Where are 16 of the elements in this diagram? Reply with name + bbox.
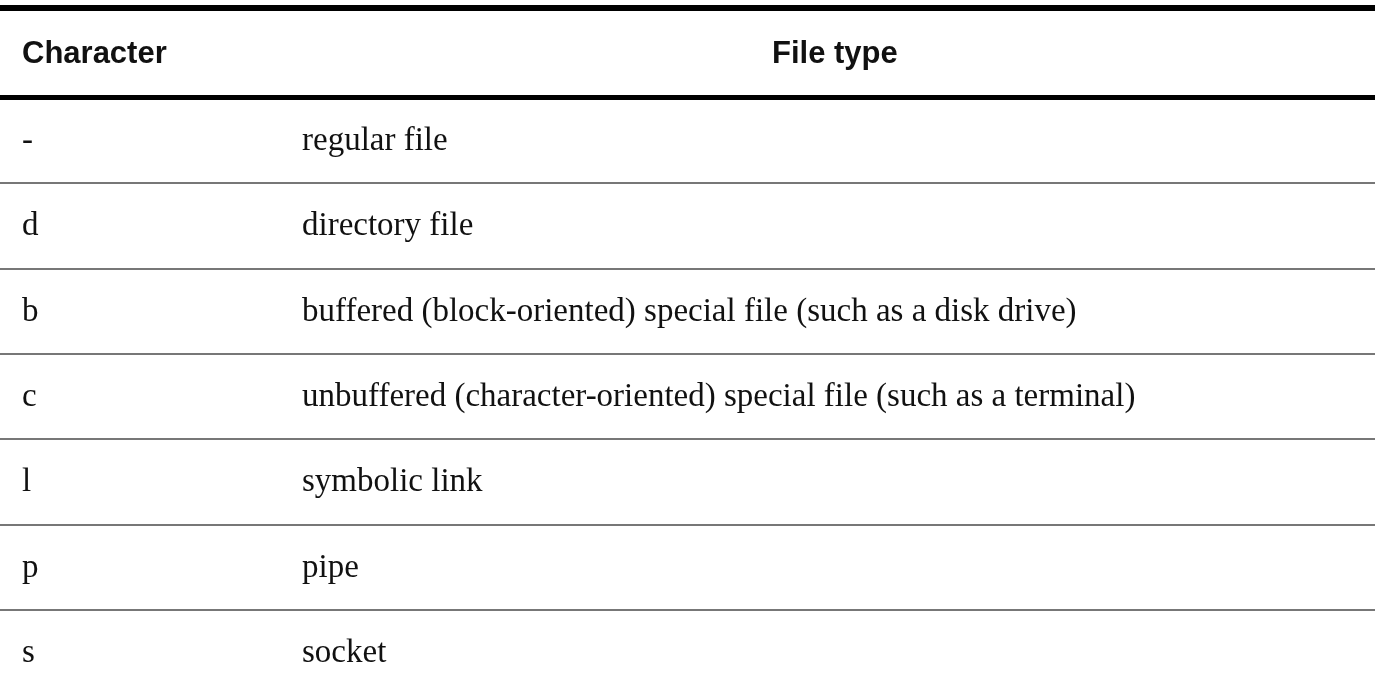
table-cell: - [22, 121, 33, 158]
table-cell: directory file [302, 206, 474, 243]
column-header: Character [22, 35, 167, 71]
table-cell: l [22, 462, 32, 499]
table-cell: socket [302, 633, 387, 670]
table-cell: p [22, 548, 39, 585]
table-cell: b [22, 292, 39, 329]
table-cell: d [22, 206, 39, 243]
table-cell: regular file [302, 121, 448, 158]
table-cell: s [22, 633, 35, 670]
table-cell: c [22, 377, 37, 414]
column-header: File type [772, 35, 898, 71]
table-cell: pipe [302, 548, 359, 585]
table-cell: symbolic link [302, 462, 483, 499]
table-cell: unbuffered (character-oriented) special file (such as a terminal) [302, 377, 1136, 414]
table-cell: buffered (block-oriented) special file (such as a disk drive) [302, 292, 1077, 329]
